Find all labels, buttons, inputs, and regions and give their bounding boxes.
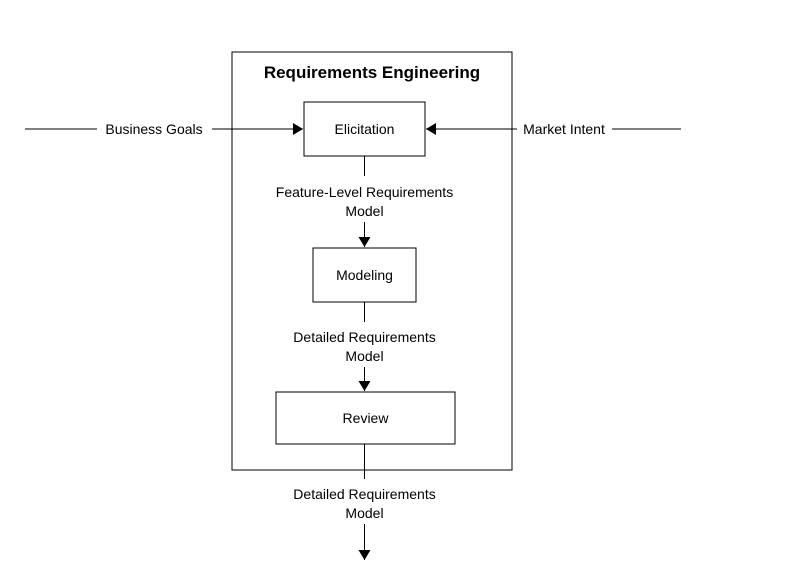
modeling-box	[312, 247, 417, 303]
modeling-label: Modeling	[336, 267, 393, 283]
market-intent-label: Market Intent	[523, 121, 605, 137]
review-label: Review	[343, 410, 390, 426]
feature-level-label-line2: Model	[345, 203, 383, 219]
detailed-label-line1: Detailed Requirements	[293, 329, 435, 345]
business-goals-label: Business Goals	[105, 121, 202, 137]
elicitation-label: Elicitation	[335, 121, 395, 137]
feature-level-label-line1: Feature-Level Requirements	[276, 184, 453, 200]
requirements-engineering-frame	[231, 51, 513, 471]
review-box	[275, 391, 456, 445]
output-label-line2: Model	[345, 505, 383, 521]
detailed-label-line2: Model	[345, 348, 383, 364]
output-label-line1: Detailed Requirements	[293, 486, 435, 502]
diagram-title: Requirements Engineering	[264, 63, 480, 82]
